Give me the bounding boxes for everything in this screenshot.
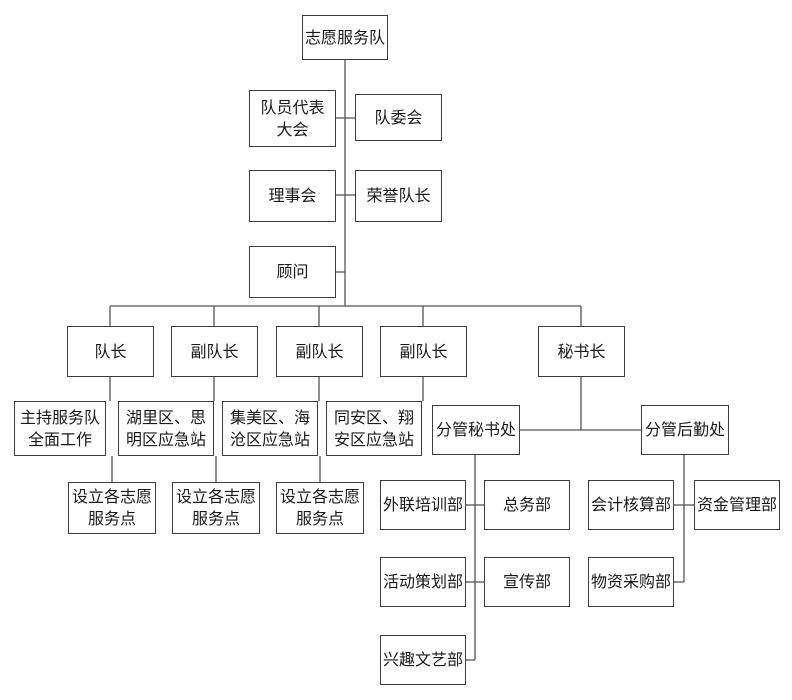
node-vice-captain-1: 副队长 <box>171 326 258 377</box>
node-service-point-3: 设立各志愿服务点 <box>276 482 364 534</box>
node-vice1-station: 湖里区、思明区应急站 <box>118 401 214 456</box>
node-service-point-2: 设立各志愿服务点 <box>172 482 260 534</box>
node-committee: 队委会 <box>355 94 442 141</box>
node-logistics: 分管后勤处 <box>641 405 729 455</box>
node-service-point-1: 设立各志愿服务点 <box>68 482 156 534</box>
node-vice2-station: 集美区、海沧区应急站 <box>222 401 318 456</box>
node-activity-planning: 活动策划部 <box>380 557 466 607</box>
node-secretariat: 分管秘书处 <box>432 405 520 455</box>
node-member-assembly: 队员代表大会 <box>249 90 336 147</box>
node-external-training: 外联培训部 <box>380 480 466 530</box>
node-vice-captain-2: 副队长 <box>276 326 363 377</box>
node-vice-captain-3: 副队长 <box>380 326 467 377</box>
node-general-affairs: 总务部 <box>484 480 570 530</box>
node-procurement: 物资采购部 <box>588 557 674 607</box>
node-advisor: 顾问 <box>249 246 336 298</box>
node-secretary-general: 秘书长 <box>538 326 625 377</box>
node-arts: 兴趣文艺部 <box>380 635 466 685</box>
node-honorary-captain: 荣誉队长 <box>355 170 442 222</box>
node-accounting: 会计核算部 <box>588 480 674 530</box>
node-council: 理事会 <box>249 170 336 222</box>
node-captain: 队长 <box>67 326 154 377</box>
node-publicity: 宣传部 <box>484 557 570 607</box>
node-captain-duty: 主持服务队全面工作 <box>14 401 106 456</box>
node-vice3-station: 同安区、翔安区应急站 <box>326 401 422 456</box>
node-fund-management: 资金管理部 <box>694 480 780 530</box>
node-volunteer-team: 志愿服务队 <box>302 15 388 60</box>
